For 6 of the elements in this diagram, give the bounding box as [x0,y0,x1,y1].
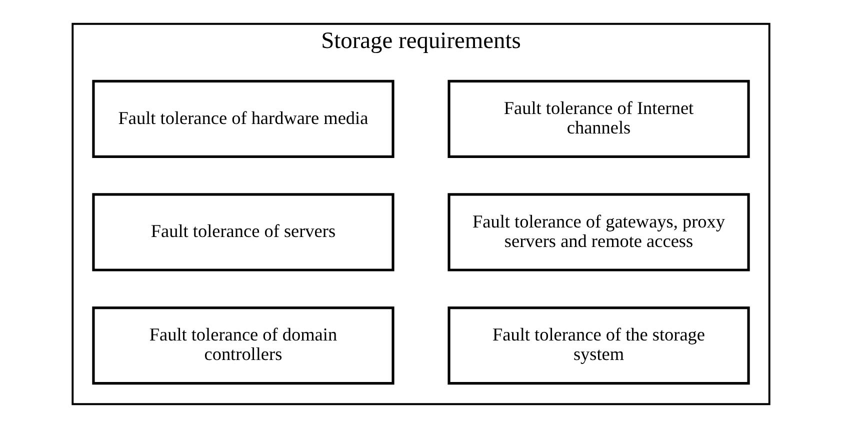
node-box: Fault tolerance of Internet channels [448,80,750,158]
node-box: Fault tolerance of hardware media [92,80,394,158]
node-box: Fault tolerance of servers [92,193,394,272]
node-box: Fault tolerance of gateways, proxy servers and remote access [448,193,750,272]
node-box: Fault tolerance of domain controllers [92,306,394,385]
node-box: Fault tolerance of the storage system [448,306,750,385]
